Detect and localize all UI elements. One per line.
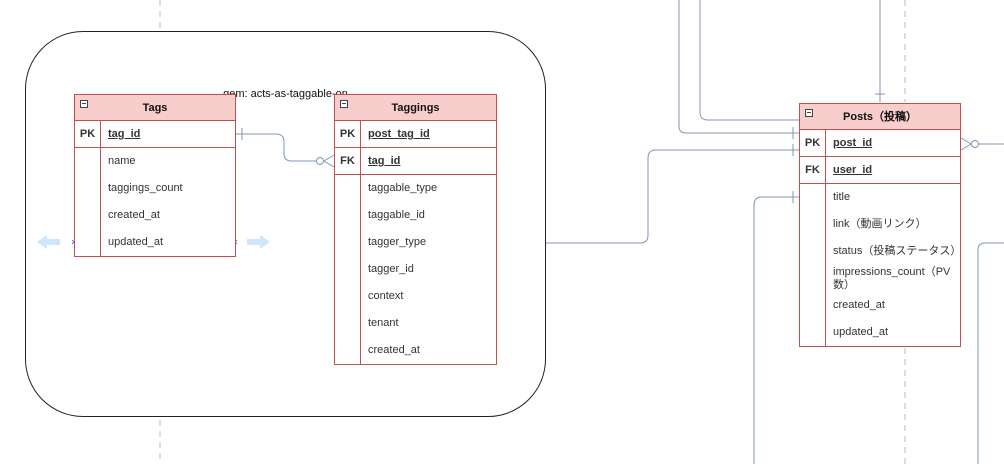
key-type: FK — [335, 148, 361, 174]
key-name: tag_id — [368, 155, 401, 167]
field-name: status（投稿ステータス） — [833, 245, 962, 257]
table-title: Posts（投稿） — [843, 111, 917, 123]
key-type: FK — [800, 157, 826, 183]
field-row[interactable]: tagger_id — [335, 256, 496, 283]
posts-table[interactable]: Posts（投稿） PK post_id FK user_id title li… — [799, 103, 961, 347]
taggings-table[interactable]: Taggings PK post_tag_id FK tag_id taggab… — [334, 94, 497, 365]
field-row[interactable]: impressions_count（PV数） — [800, 265, 960, 292]
table-header[interactable]: Taggings — [335, 95, 496, 121]
field-name: tenant — [368, 317, 399, 329]
field-name: created_at — [368, 344, 420, 356]
field-name: taggings_count — [108, 182, 183, 194]
field-row[interactable]: updated_at — [800, 319, 960, 346]
key-row[interactable]: PK post_id — [800, 130, 960, 157]
key-type: PK — [800, 130, 826, 156]
collapse-icon[interactable] — [805, 109, 813, 117]
field-row[interactable]: created_at — [75, 202, 235, 229]
connector-line — [236, 133, 320, 162]
key-row[interactable]: PK post_tag_id — [335, 121, 496, 148]
field-name: context — [368, 290, 404, 302]
table-title: Tags — [142, 102, 168, 114]
field-row[interactable]: tagger_type — [335, 229, 496, 256]
field-row[interactable]: taggable_type — [335, 175, 496, 202]
key-name: tag_id — [108, 128, 141, 140]
right-arrow-handle — [247, 235, 270, 249]
crows-foot-circle — [316, 157, 324, 165]
field-name: taggable_id — [368, 209, 425, 221]
field-name: updated_at — [108, 236, 164, 248]
field-row[interactable]: link（動画リンク） — [800, 211, 960, 238]
field-row[interactable]: created_at — [800, 292, 960, 319]
connector-line — [699, 0, 799, 121]
left-arrow-handle — [37, 235, 60, 249]
field-row[interactable]: name — [75, 148, 235, 175]
collapse-icon[interactable] — [340, 100, 348, 108]
key-row[interactable]: PK tag_id — [75, 121, 235, 148]
key-row[interactable]: FK user_id — [800, 157, 960, 184]
table-title: Taggings — [391, 102, 440, 114]
field-name: updated_at — [833, 326, 889, 338]
crows-foot-circle — [971, 140, 979, 148]
collapse-icon[interactable] — [80, 100, 88, 108]
table-header[interactable]: Tags — [75, 95, 235, 121]
key-row[interactable]: FK tag_id — [335, 148, 496, 175]
connector-line — [753, 196, 799, 464]
tags-table[interactable]: Tags PK tag_id name taggings_count creat… — [74, 94, 236, 257]
field-name: created_at — [108, 209, 160, 221]
group-title: gem: acts-as-taggable-on — [223, 88, 348, 100]
field-row[interactable]: updated_at — [75, 229, 235, 256]
field-name: created_at — [833, 299, 885, 311]
field-row[interactable]: taggable_id — [335, 202, 496, 229]
field-row[interactable]: status（投稿ステータス） — [800, 238, 962, 265]
connector-line — [507, 149, 799, 244]
key-name: post_tag_id — [368, 128, 430, 140]
connector-line — [678, 0, 799, 134]
field-name: title — [833, 191, 851, 203]
key-name: post_id — [833, 137, 873, 149]
field-name: tagger_id — [368, 263, 414, 275]
field-row[interactable]: taggings_count — [75, 175, 235, 202]
connector-line — [977, 242, 1004, 464]
crows-foot — [323, 154, 335, 168]
table-header[interactable]: Posts（投稿） — [800, 104, 960, 130]
resize-handles — [37, 235, 270, 249]
field-row[interactable]: created_at — [335, 337, 496, 364]
key-type: PK — [75, 121, 101, 147]
field-name: taggable_type — [368, 182, 438, 194]
field-name: impressions_count（PV数） — [833, 266, 951, 291]
field-name: name — [108, 155, 136, 167]
key-name: user_id — [833, 164, 873, 176]
field-row[interactable]: context — [335, 283, 496, 310]
key-type: PK — [335, 121, 361, 147]
field-row[interactable]: title — [800, 184, 960, 211]
field-name: tagger_type — [368, 236, 427, 248]
field-row[interactable]: tenant — [335, 310, 496, 337]
field-name: link（動画リンク） — [833, 218, 927, 230]
